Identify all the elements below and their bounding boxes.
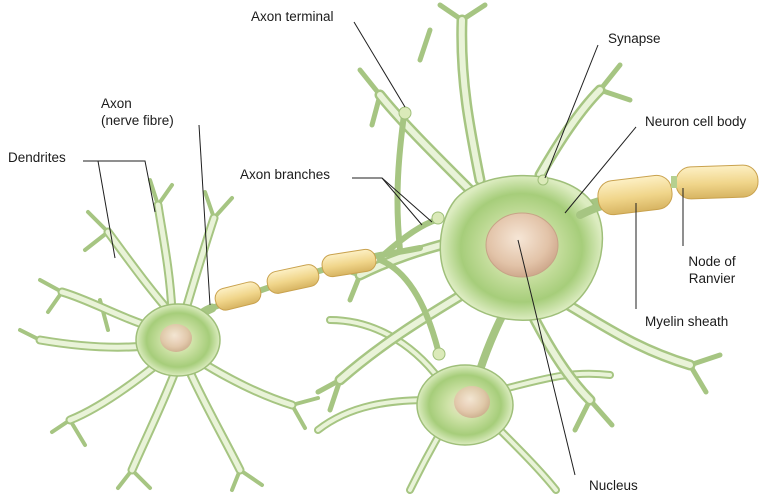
label-axon: Axon (101, 96, 132, 112)
bottom-neuron (318, 300, 610, 490)
label-axon-branches: Axon branches (240, 167, 330, 183)
label-synapse: Synapse (608, 31, 661, 47)
label-myelin-sheath: Myelin sheath (645, 314, 728, 330)
left-neuron (20, 180, 318, 490)
outgoing-axon (580, 165, 759, 217)
label-axon-nerve-fibre: (nerve fibre) (101, 113, 174, 129)
label-neuron-cell-body: Neuron cell body (645, 114, 746, 130)
label-nucleus: Nucleus (589, 478, 638, 494)
label-ranvier: Ranvier (680, 271, 744, 287)
label-node-of: Node of (680, 254, 744, 270)
right-neuron (318, 5, 720, 430)
label-dendrites: Dendrites (8, 150, 66, 166)
label-axon-terminal: Axon terminal (251, 9, 334, 25)
myelin-segments-left (213, 248, 377, 312)
